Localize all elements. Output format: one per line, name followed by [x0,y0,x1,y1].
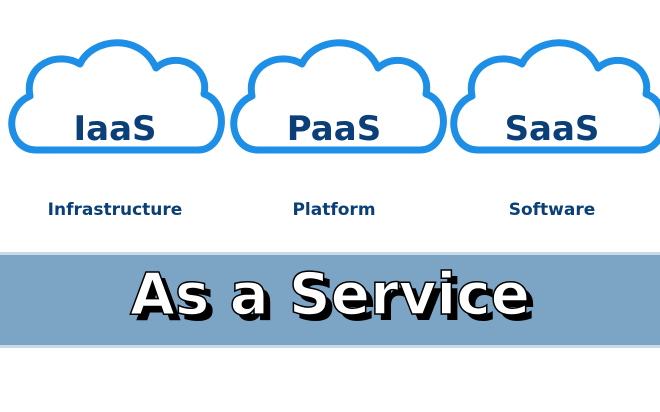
banner-text-layer: As a Service As a Service [129,259,536,334]
banner-top-divider [0,252,660,255]
banner-bottom-divider [0,345,660,348]
as-a-service-banner: As a Service As a Service [0,252,660,348]
caption-software: Software [508,200,596,220]
banner-title: As a Service [130,260,530,328]
caption-platform: Platform [292,200,376,220]
cloud-label: IaaS [73,109,156,149]
cloud-label: PaaS [287,109,381,149]
cloud-iaas: IaaS [12,43,222,150]
banner-text-shadow: As a Service [136,266,536,334]
caption-infrastructure: Infrastructure [47,200,183,220]
cloud-label: SaaS [505,109,600,149]
cloud-paas: PaaS [234,43,444,150]
clouds-layer: IaaS PaaS SaaS [0,0,660,240]
cloud-saas: SaaS [454,43,660,150]
